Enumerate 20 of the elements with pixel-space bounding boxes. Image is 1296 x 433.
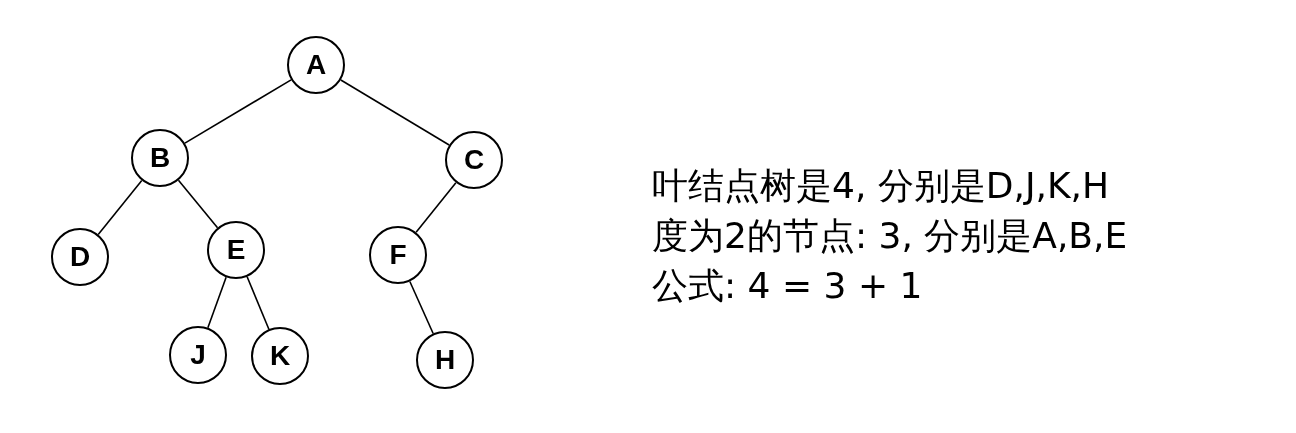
tree-node-circle: J bbox=[169, 326, 227, 384]
tree-edge-line bbox=[409, 280, 434, 335]
tree-edge-line bbox=[246, 275, 270, 331]
tree-node-circle: H bbox=[416, 331, 474, 389]
tree-edge-line bbox=[340, 79, 450, 146]
tree-node-circle: A bbox=[287, 36, 345, 94]
tree-node-circle: K bbox=[251, 327, 309, 385]
note-text: 度为2的节点: 3, 分别是A,B,E bbox=[652, 216, 1128, 256]
tree-node-circle: C bbox=[445, 131, 503, 189]
tree-edge-line bbox=[177, 179, 219, 229]
tree-node-circle: E bbox=[207, 221, 265, 279]
note-text: 叶结点树是4, 分别是D,J,K,H bbox=[652, 166, 1110, 206]
tree-edge-line bbox=[97, 179, 143, 236]
tree-edge-line bbox=[207, 276, 227, 329]
tree-edge-line bbox=[184, 79, 292, 144]
tree-node-circle: D bbox=[51, 228, 109, 286]
note-text: 公式: 4 = 3 + 1 bbox=[652, 266, 923, 306]
tree-node-circle: B bbox=[131, 129, 189, 187]
tree-edge-line bbox=[415, 181, 457, 234]
tree-node-circle: F bbox=[369, 226, 427, 284]
